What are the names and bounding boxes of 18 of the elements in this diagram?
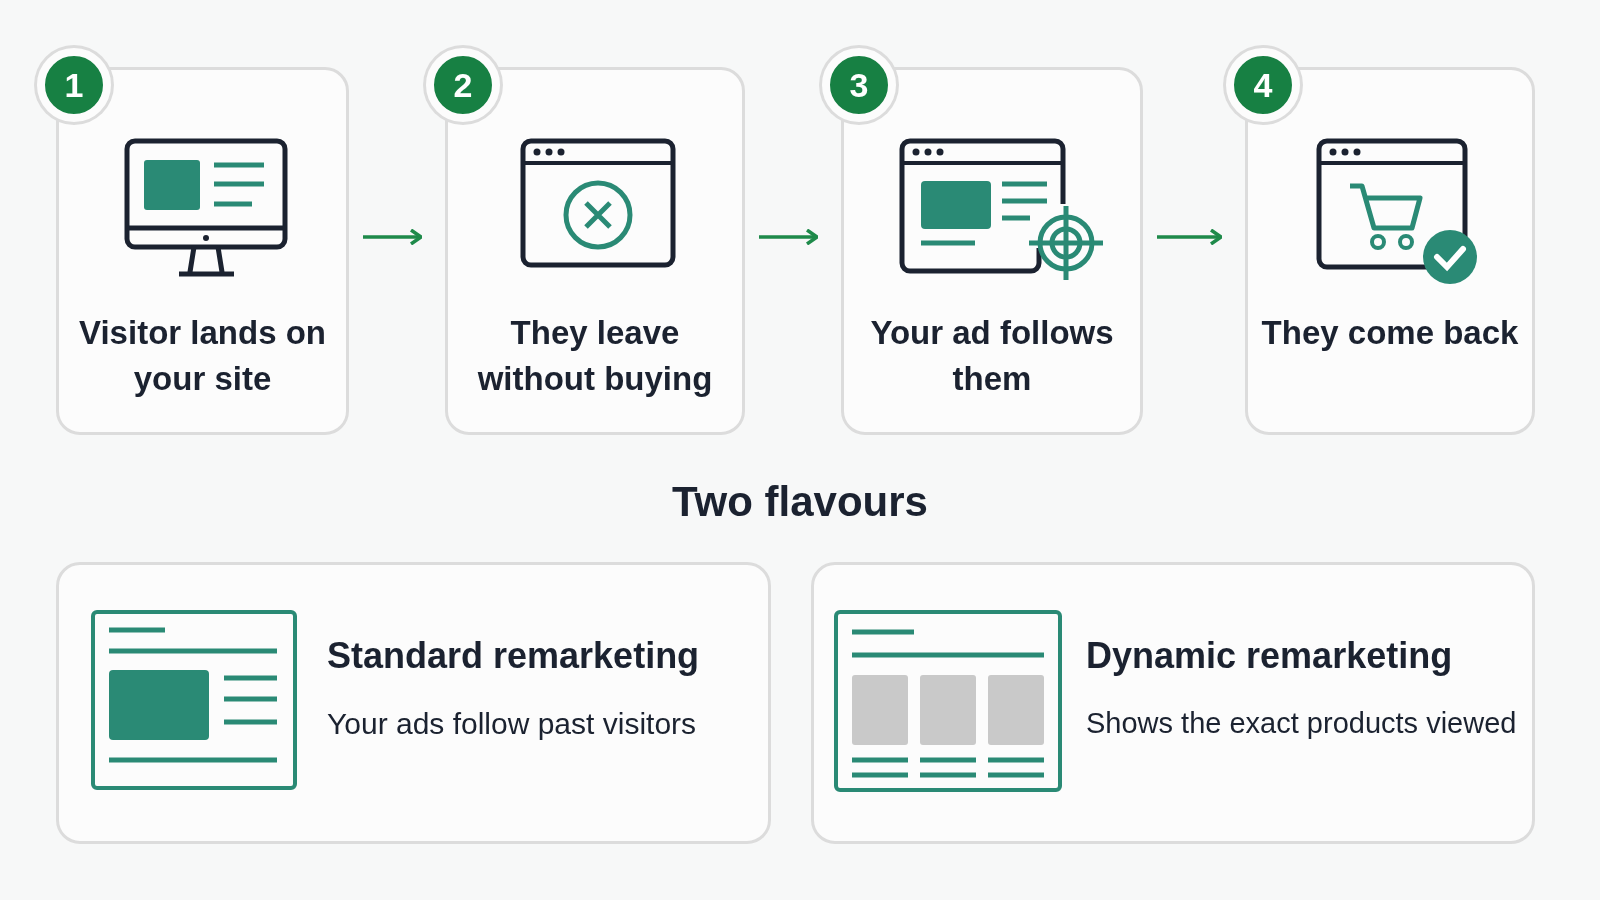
step-number: 3 xyxy=(822,48,896,122)
step-caption: Your ad follows them xyxy=(869,313,1115,399)
option-heading: Dynamic remarketing xyxy=(1086,635,1453,677)
arrow xyxy=(1157,228,1223,246)
option-description: Your ads follow past visitors xyxy=(327,707,697,741)
step-number: 1 xyxy=(37,48,111,122)
step-caption: Visitor lands on your site xyxy=(78,313,327,399)
option-card xyxy=(56,562,771,844)
step-number: 2 xyxy=(426,48,500,122)
step-caption: They leave without buying xyxy=(476,313,714,399)
option-description: Shows the exact products viewed xyxy=(1086,707,1517,740)
step-number: 4 xyxy=(1226,48,1300,122)
arrow xyxy=(363,228,423,246)
option-heading: Standard remarketing xyxy=(327,635,700,677)
arrow xyxy=(759,228,819,246)
section-heading: Two flavours xyxy=(672,478,928,525)
option-card xyxy=(811,562,1535,844)
step-caption: They come back xyxy=(1261,313,1519,353)
